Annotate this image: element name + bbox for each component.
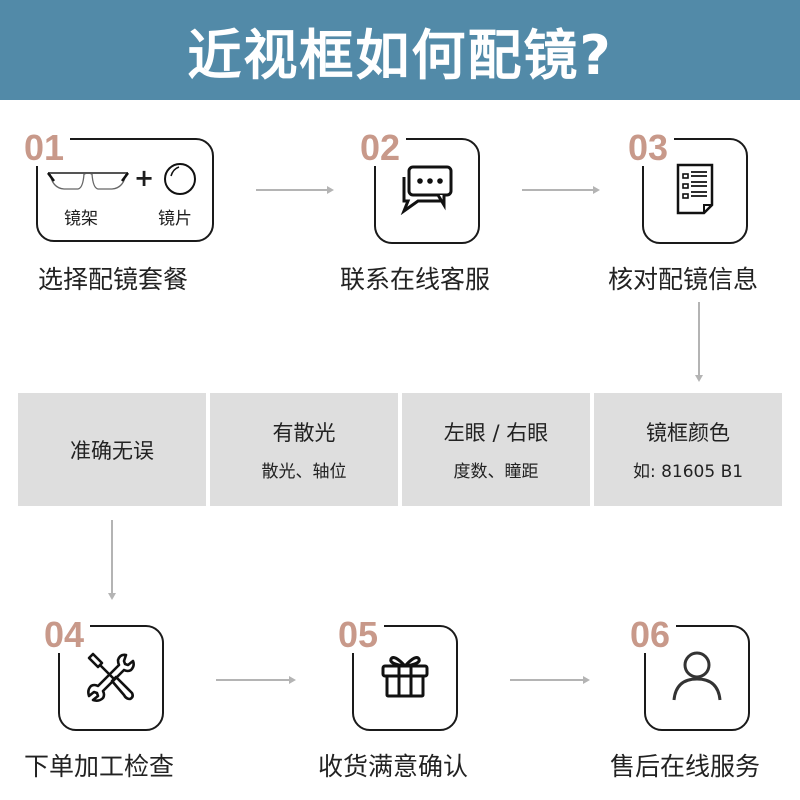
info-row: 准确无误 有散光 散光、轴位 左眼 / 右眼 度数、瞳距 镜框颜色 如: 816… [18,393,782,506]
arrow-right [216,676,296,684]
step-label: 售后在线服务 [610,752,761,781]
info-title: 镜框颜色 [646,421,730,445]
info-cell-accuracy: 准确无误 [18,393,206,506]
step-label: 联系在线客服 [340,265,491,294]
step-label: 下单加工检查 [24,752,175,781]
step-number: 06 [630,617,677,653]
info-title: 有散光 [272,421,336,445]
info-title: 准确无误 [70,438,154,463]
info-cell-astigmatism: 有散光 散光、轴位 [210,393,398,506]
step-label: 核对配镜信息 [608,265,759,294]
arrow-right [522,186,600,194]
info-cell-frame-color: 镜框颜色 如: 81605 B1 [594,393,782,506]
step-label: 收货满意确认 [318,752,469,781]
page-title: 近视框如何配镜? [187,23,613,87]
info-sub: 如: 81605 B1 [632,462,744,482]
user-icon [671,650,723,706]
info-cell-eyes: 左眼 / 右眼 度数、瞳距 [402,393,590,506]
step-box: + 镜架 镜片 [36,138,214,242]
gift-icon [380,654,430,702]
arrow-down [108,520,116,600]
glasses-icon [46,170,130,196]
step-number: 05 [338,617,385,653]
info-sub: 度数、瞳距 [453,462,539,482]
step-number: 01 [24,130,71,166]
chat-bubbles-icon [398,163,456,219]
arrow-right [510,676,590,684]
lens-icon [163,162,197,200]
tools-icon [84,649,138,707]
info-title: 左眼 / 右眼 [443,421,549,445]
arrow-right [256,186,334,194]
info-sub: 散光、轴位 [261,462,347,482]
step-label: 选择配镜套餐 [38,265,189,294]
frame-label: 镜架 [64,209,98,229]
lens-label: 镜片 [158,209,192,229]
header-banner: 近视框如何配镜? [0,0,800,100]
arrow-down [695,302,703,382]
step-number: 04 [44,617,91,653]
plus-sign: + [134,164,155,192]
step-number: 02 [360,130,407,166]
step-number: 03 [628,130,675,166]
document-list-icon [675,163,715,219]
